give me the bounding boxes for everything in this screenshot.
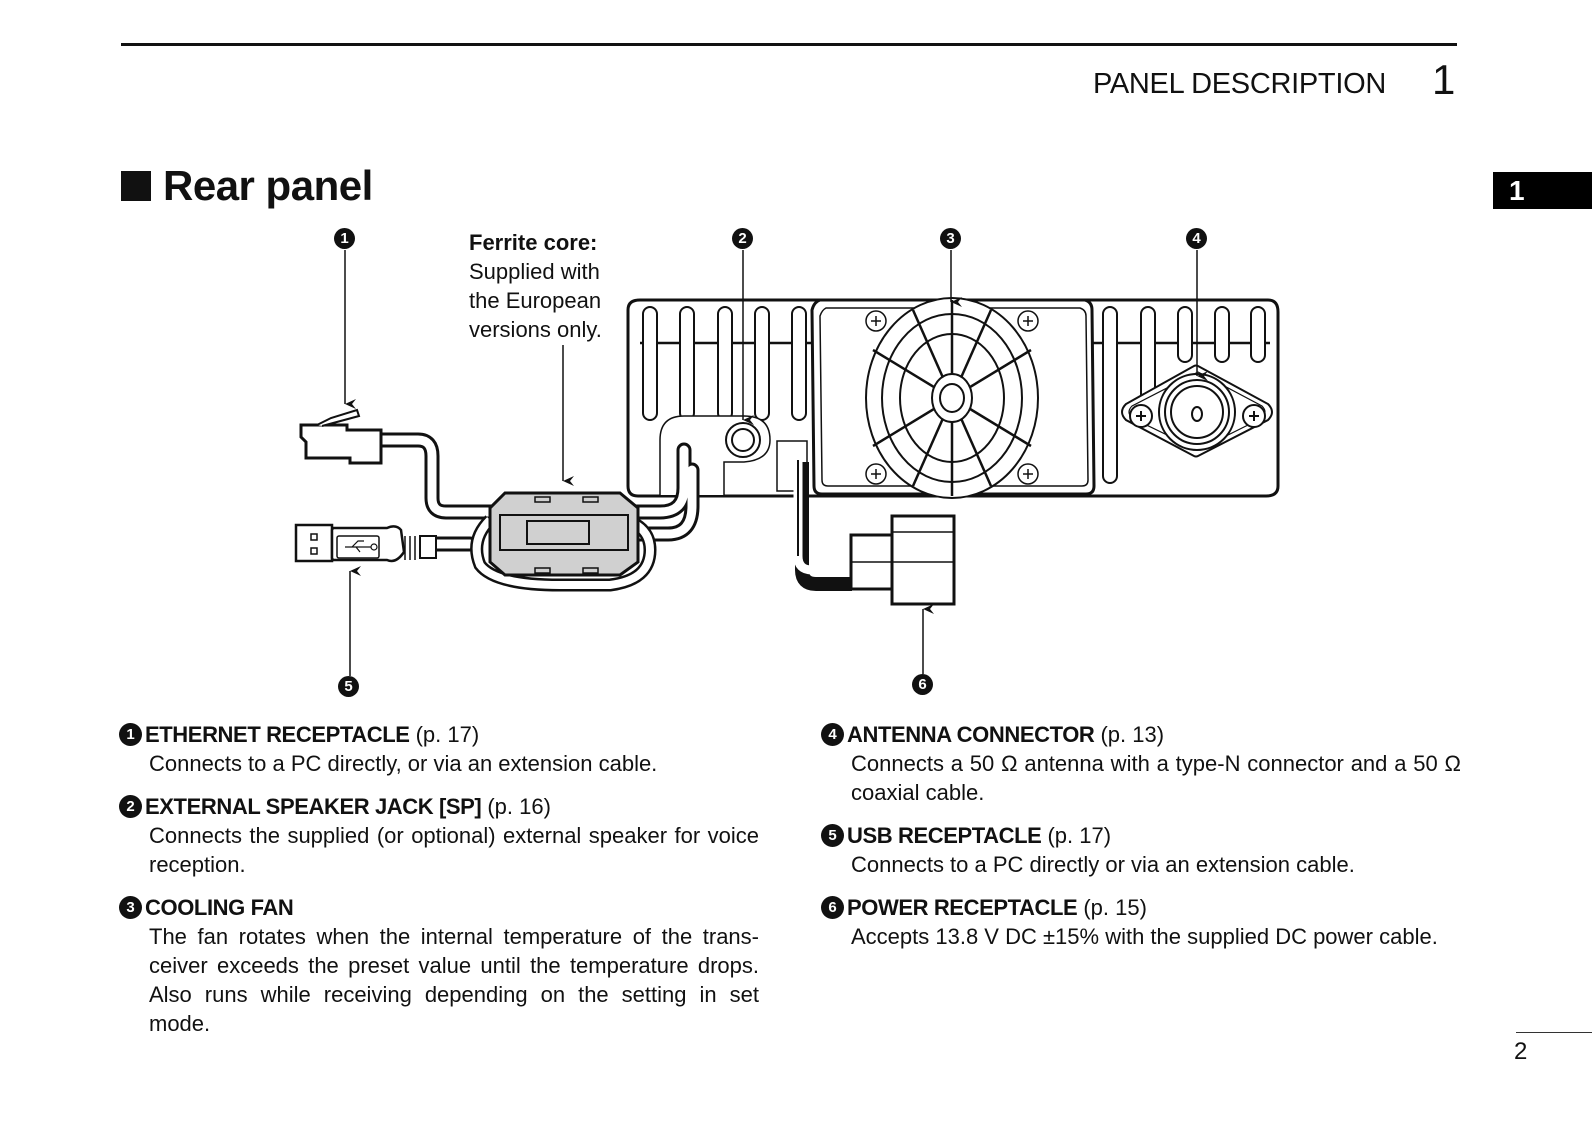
item-name: COOLING FAN: [145, 895, 294, 920]
section-title: Rear panel: [121, 162, 373, 210]
callout-6: 6: [912, 674, 933, 695]
callout-5: 5: [338, 676, 359, 697]
item-number-badge: 5: [821, 824, 844, 847]
cables-inner: [375, 435, 697, 549]
ferrite-note-line: the European: [469, 288, 602, 313]
ethernet-plug: [299, 408, 383, 465]
page-reference[interactable]: (p. 15): [1083, 895, 1147, 920]
item-description: Accepts 13.8 V DC ±15% with the supplied…: [851, 924, 1438, 949]
ferrite-note-line: Supplied with: [469, 259, 600, 284]
page-reference[interactable]: (p. 13): [1100, 722, 1165, 747]
section-title-text: Rear panel: [163, 162, 373, 209]
callout-1: 1: [334, 228, 355, 249]
item-description: Connects the supplied (or optional) exte…: [149, 823, 759, 877]
page-number-rule: [1516, 1032, 1592, 1033]
item-ethernet-receptacle: 1 ETHERNET RECEPTACLE (p. 17) Connects t…: [119, 720, 759, 778]
power-cable: [793, 460, 852, 591]
item-description: The fan rotates when the internal temper…: [149, 924, 759, 1036]
rear-panel-diagram: [294, 250, 1280, 676]
item-number-badge: 4: [821, 723, 844, 746]
item-name: ETHERNET RECEPTACLE: [145, 722, 410, 747]
ferrite-core-note: Ferrite core: Supplied with the European…: [469, 228, 602, 344]
item-description: Connects to a PC directly or via an exte…: [851, 852, 1355, 877]
description-column-right: 4 ANTENNA CONNECTOR (p. 13) Connects a 5…: [821, 720, 1461, 965]
usb-plug: [294, 523, 437, 563]
item-name: POWER RECEPTACLE: [847, 895, 1078, 920]
description-column-left: 1 ETHERNET RECEPTACLE (p. 17) Connects t…: [119, 720, 759, 1052]
item-usb-receptacle: 5 USB RECEPTACLE (p. 17) Connects to a P…: [821, 821, 1461, 879]
item-cooling-fan: 3 COOLING FAN The fan rotates when the i…: [119, 893, 759, 1038]
fan-screws: [865, 310, 1039, 485]
item-number-badge: 2: [119, 795, 142, 818]
item-description: Connects a 50 Ω antenna with a type-N co…: [851, 751, 1461, 805]
item-description: Connects to a PC directly, or via an ext…: [149, 751, 658, 776]
heatsink-fins-right: [1102, 306, 1266, 484]
square-bullet-icon: [121, 171, 151, 201]
page-reference[interactable]: (p. 17): [1047, 823, 1112, 848]
item-number-badge: 1: [119, 723, 142, 746]
chapter-number: 1: [1432, 56, 1456, 103]
ferrite-note-title: Ferrite core:: [469, 230, 598, 255]
ferrite-note-line: versions only.: [469, 317, 602, 342]
page-number: 2: [1514, 1038, 1528, 1065]
item-name: USB RECEPTACLE: [847, 823, 1042, 848]
power-plug: [849, 514, 956, 606]
running-title: PANEL DESCRIPTION: [1092, 68, 1386, 100]
item-power-receptacle: 6 POWER RECEPTACLE (p. 15) Accepts 13.8 …: [821, 893, 1461, 951]
top-rule: [121, 43, 1457, 46]
item-name: ANTENNA CONNECTOR: [847, 722, 1095, 747]
leader-lines: [344, 250, 1208, 676]
chapter-side-tab[interactable]: 1: [1493, 172, 1592, 209]
callout-3: 3: [940, 228, 961, 249]
antenna-connector: [1121, 364, 1273, 458]
item-number-badge: 3: [119, 896, 142, 919]
cooling-fan-grille: [865, 297, 1039, 499]
item-antenna-connector: 4 ANTENNA CONNECTOR (p. 13) Connects a 5…: [821, 720, 1461, 807]
item-name: EXTERNAL SPEAKER JACK [SP]: [145, 794, 482, 819]
page-reference[interactable]: (p. 17): [415, 722, 480, 747]
item-external-speaker-jack: 2 EXTERNAL SPEAKER JACK [SP] (p. 16) Con…: [119, 792, 759, 879]
callout-4: 4: [1186, 228, 1207, 249]
item-number-badge: 6: [821, 896, 844, 919]
callout-2: 2: [732, 228, 753, 249]
ferrite-core: [488, 491, 640, 577]
page-reference[interactable]: (p. 16): [487, 794, 551, 819]
